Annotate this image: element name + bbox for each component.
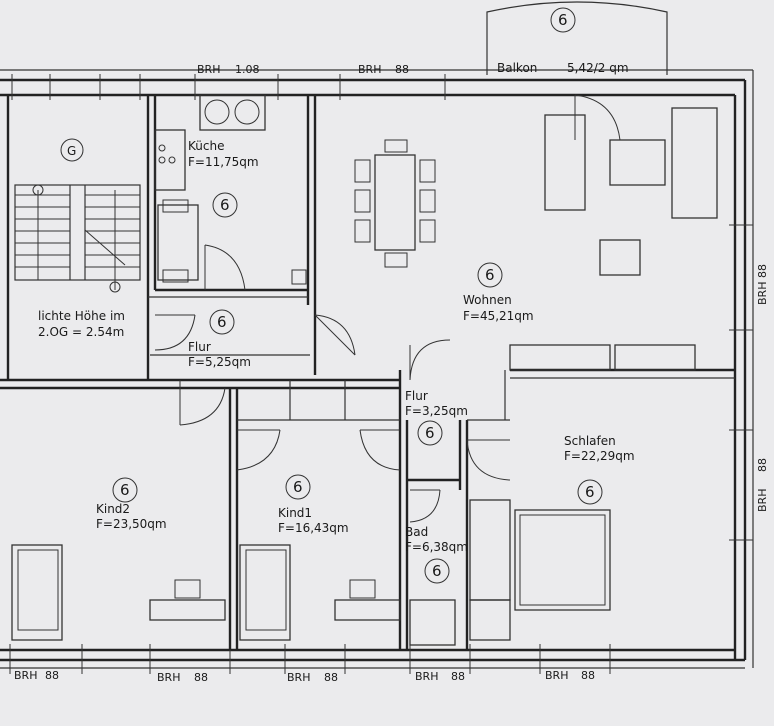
flur2-area: F=3,25qm bbox=[405, 404, 468, 418]
zone-circle-kind1 bbox=[285, 474, 311, 500]
wohnen-name: Wohnen bbox=[463, 293, 512, 307]
bad-name: Bad bbox=[405, 525, 428, 539]
stair-zone-circle bbox=[60, 138, 84, 162]
windows bbox=[9, 74, 753, 674]
flur1-name: Flur bbox=[188, 340, 211, 354]
brh-bottom-5-value: 88 bbox=[581, 669, 595, 682]
brh-right-lower-value: 88 bbox=[756, 458, 769, 472]
labels: Balkon 5,42/2 qm 6 G lichte Höhe im 2.OG… bbox=[14, 11, 769, 684]
balcony-zone: 6 bbox=[558, 11, 568, 29]
brh-top-mid-value: 88 bbox=[395, 63, 409, 76]
flur2-name: Flur bbox=[405, 389, 428, 403]
zone-circle-kind2 bbox=[112, 477, 138, 503]
brh-bottom-4-label: BRH bbox=[415, 670, 438, 683]
bad-zone: 6 bbox=[432, 562, 442, 580]
brh-bottom-2-label: BRH bbox=[157, 671, 180, 684]
zone-circle-kueche bbox=[212, 192, 238, 218]
brh-right-upper: BRH 88 bbox=[756, 264, 769, 305]
interior-walls bbox=[0, 95, 735, 650]
kind2-zone: 6 bbox=[120, 481, 130, 499]
kueche-zone: 6 bbox=[220, 196, 230, 214]
schlafen-name: Schlafen bbox=[564, 434, 616, 448]
wohnen-zone: 6 bbox=[485, 266, 495, 284]
stair-zone: G bbox=[67, 144, 76, 158]
zone-circle-flur1 bbox=[209, 309, 235, 335]
kind2-name: Kind2 bbox=[96, 502, 130, 516]
brh-bottom-2-value: 88 bbox=[194, 671, 208, 684]
kind1-area: F=16,43qm bbox=[278, 521, 349, 535]
stair-note-line1: lichte Höhe im bbox=[38, 309, 125, 323]
flur2-zone: 6 bbox=[425, 424, 435, 442]
brh-bottom-1-value: 88 bbox=[45, 669, 59, 682]
flur1-zone: 6 bbox=[217, 313, 227, 331]
brh-top-left-label: BRH bbox=[197, 63, 220, 76]
kind2-area: F=23,50qm bbox=[96, 517, 167, 531]
schlafen-zone: 6 bbox=[585, 483, 595, 501]
bad-area: F=6,38qm bbox=[405, 540, 468, 554]
kueche-area: F=11,75qm bbox=[188, 155, 259, 169]
brh-bottom-3-label: BRH bbox=[287, 671, 310, 684]
staircase bbox=[14, 138, 141, 293]
balcony-label: Balkon bbox=[497, 61, 537, 75]
wohnen-area: F=45,21qm bbox=[463, 309, 534, 323]
brh-right-lower-label: BRH bbox=[756, 489, 769, 512]
balcony bbox=[486, 1, 668, 75]
zone-circle-schlafen bbox=[577, 479, 603, 505]
zone-circle-bad bbox=[424, 558, 450, 584]
doors bbox=[154, 94, 621, 523]
zone-circle-flur2 bbox=[417, 420, 443, 446]
brh-bottom-1-label: BRH bbox=[14, 669, 37, 682]
brh-bottom-5-label: BRH bbox=[545, 669, 568, 682]
flur1-area: F=5,25qm bbox=[188, 355, 251, 369]
kueche-name: Küche bbox=[188, 139, 224, 153]
stair-note-line2: 2.OG = 2.54m bbox=[38, 325, 124, 339]
brh-top-mid-label: BRH bbox=[358, 63, 381, 76]
outer-walls bbox=[0, 69, 754, 669]
furniture bbox=[11, 94, 718, 646]
kind1-name: Kind1 bbox=[278, 506, 312, 520]
zone-circle-wohnen bbox=[477, 262, 503, 288]
zone-markers bbox=[112, 192, 603, 584]
balcony-area: 5,42/2 qm bbox=[567, 61, 629, 75]
kind1-zone: 6 bbox=[293, 478, 303, 496]
brh-bottom-4-value: 88 bbox=[451, 670, 465, 683]
schlafen-area: F=22,29qm bbox=[564, 449, 635, 463]
brh-top-left-value: 1.08 bbox=[235, 63, 260, 76]
brh-bottom-3-value: 88 bbox=[324, 671, 338, 684]
